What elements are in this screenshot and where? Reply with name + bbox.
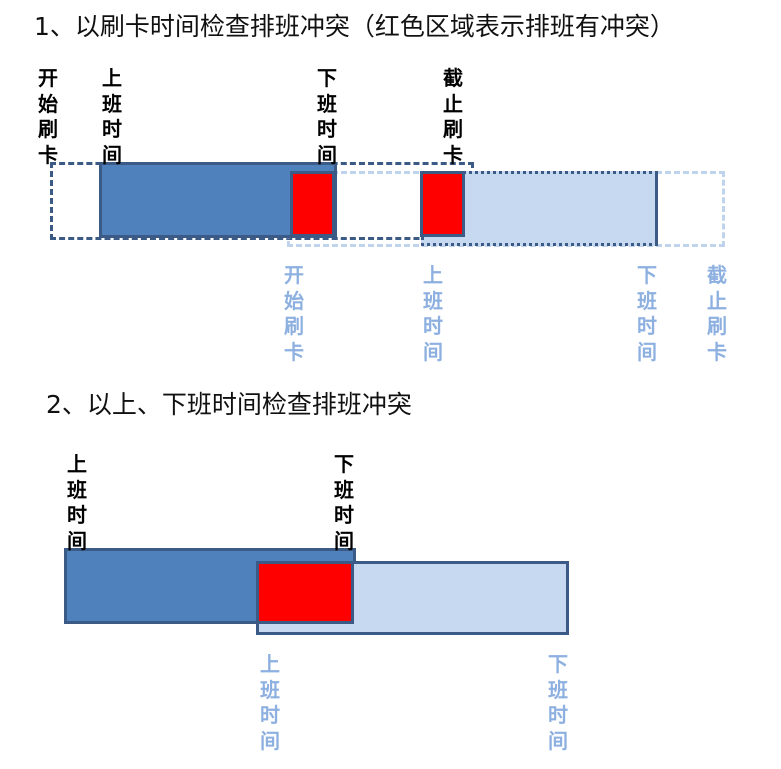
conflict-area-1: [290, 171, 335, 237]
label-b-end-swipe: 截止刷卡: [707, 263, 727, 364]
label-b-work-start: 上班时间: [423, 263, 443, 364]
label-b2-work-start: 上班时间: [260, 652, 280, 753]
heading-work-time-check: 2、以上、下班时间检查排班冲突: [46, 390, 412, 419]
heading-swipe-time-check: 1、以刷卡时间检查排班冲突（红色区域表示排班有冲突）: [34, 12, 675, 41]
label-a-work-start: 上班时间: [102, 66, 122, 167]
label-b-start-swipe: 开始刷卡: [284, 263, 304, 364]
label-a-start-swipe: 开始刷卡: [38, 66, 58, 167]
label-b2-work-end: 下班时间: [548, 652, 568, 753]
label-a2-work-end: 下班时间: [334, 452, 354, 553]
label-b-work-end: 下班时间: [637, 263, 657, 364]
label-a-end-swipe: 截止刷卡: [443, 66, 463, 167]
conflict-area-3: [256, 561, 354, 624]
conflict-area-2: [420, 171, 465, 237]
label-a-work-end: 下班时间: [317, 66, 337, 167]
label-a2-work-start: 上班时间: [67, 452, 87, 553]
